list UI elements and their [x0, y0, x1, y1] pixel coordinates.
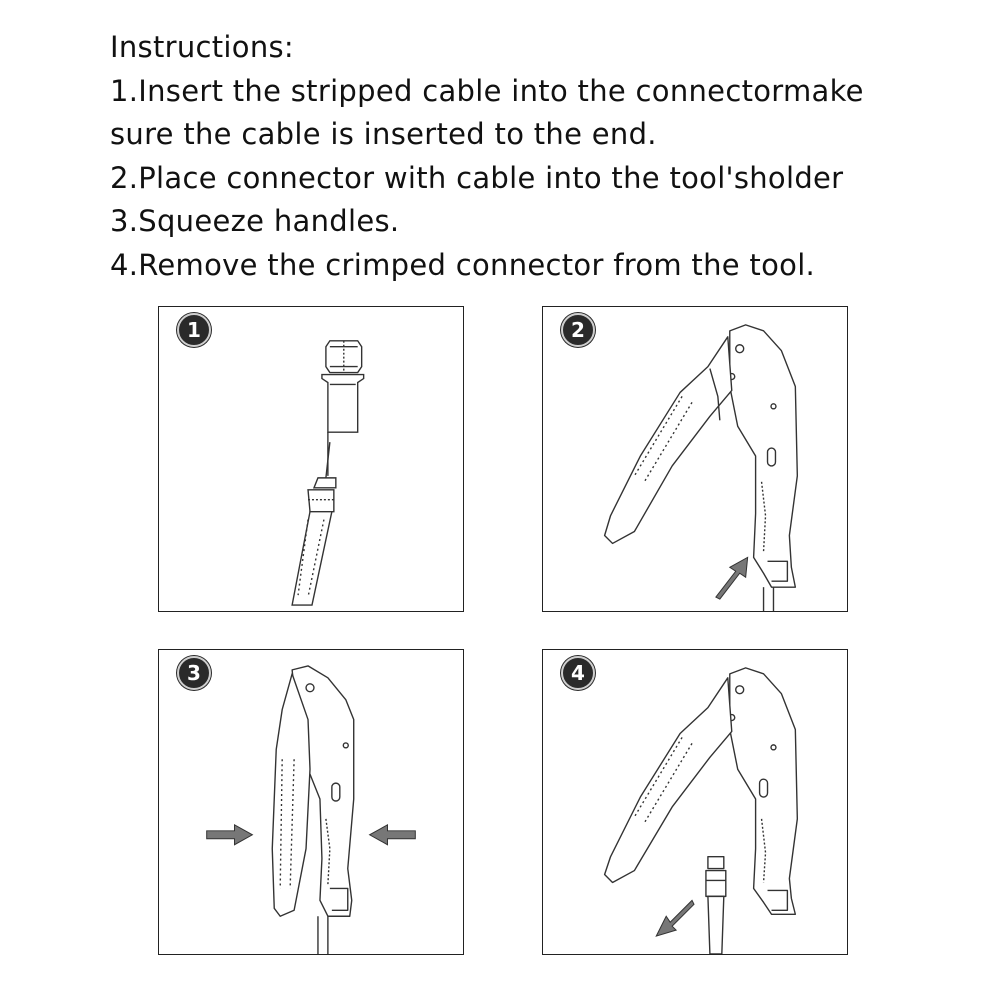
instruction-line-5: 4.Remove the crimped connector from the …: [110, 247, 816, 282]
instruction-line-3: 2.Place connector with cable into the to…: [110, 160, 844, 195]
step-panel-2: 2: [542, 306, 848, 612]
connector-and-cable-icon: [291, 340, 365, 606]
crimp-tool-open-icon: [603, 324, 799, 611]
step-panel-4: 4: [542, 649, 848, 955]
step-badge-1: 1: [177, 313, 211, 347]
step-panel-1: 1: [158, 306, 464, 612]
step-badge-3: 3: [177, 656, 211, 690]
instruction-line-1: 1.Insert the stripped cable into the con…: [110, 73, 864, 108]
instruction-line-2: sure the cable is inserted to the end.: [110, 117, 657, 151]
instructions-heading: Instructions:: [110, 30, 294, 64]
instruction-line-4: 3.Squeeze handles.: [110, 204, 400, 238]
crimp-tool-remove-icon: [603, 667, 799, 954]
step-panel-3: 3: [158, 649, 464, 955]
step-badge-2: 2: [561, 313, 595, 347]
instructions-text: Instructions: 1.Insert the stripped cabl…: [110, 26, 990, 287]
crimp-tool-squeeze-icon: [206, 665, 416, 954]
step-badge-4: 4: [561, 656, 595, 690]
